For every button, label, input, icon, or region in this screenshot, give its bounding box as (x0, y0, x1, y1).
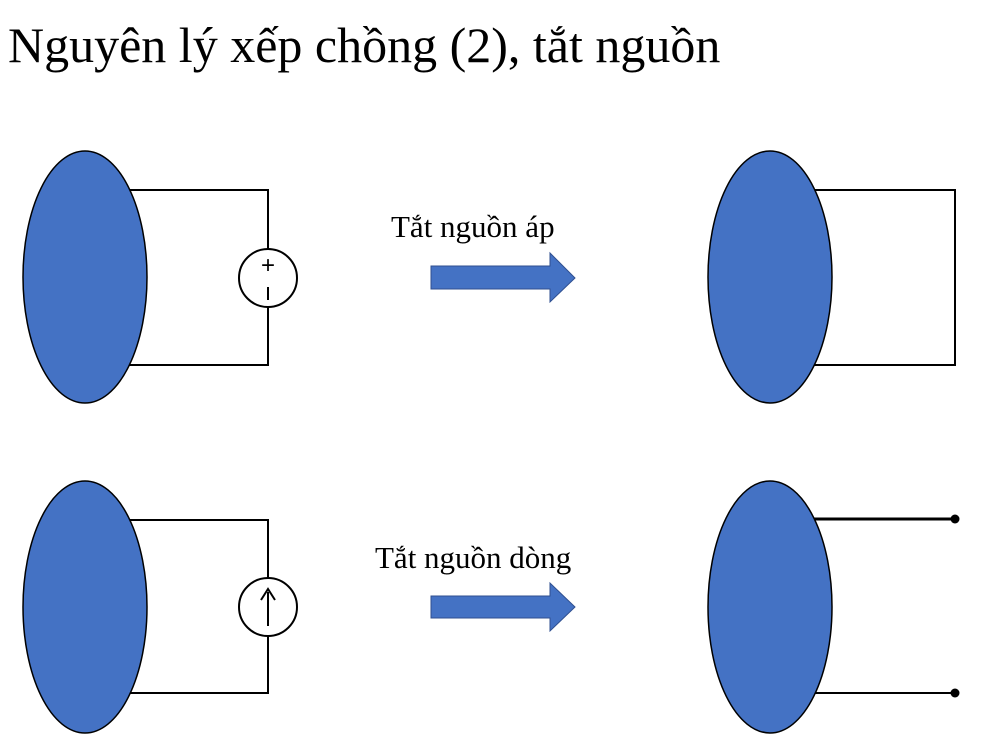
network-blob (707, 150, 833, 404)
current-circuit-wire (120, 519, 269, 578)
page-title: Nguyên lý xếp chồng (2), tắt nguồn (8, 17, 721, 73)
terminal-dot-top (950, 514, 960, 524)
right-arrow-icon (430, 251, 576, 304)
right-arrow-icon (430, 581, 576, 633)
current-source-off-circuit (707, 480, 960, 734)
voltage-source-off-circuit (707, 150, 956, 404)
voltage-source-plus: + (261, 252, 275, 279)
current-arrow-label: Tắt nguồn dòng (375, 540, 571, 575)
current-source-circuit (22, 480, 298, 734)
voltage-arrow-label: Tắt nguồn áp (391, 209, 555, 244)
network-blob (707, 480, 833, 734)
voltage-circuit-wire-bottom (120, 304, 269, 366)
terminal-dot-bottom (950, 688, 960, 698)
current-arrow-group: Tắt nguồn dòng (375, 540, 576, 633)
current-circuit-wire-bottom (120, 636, 269, 694)
network-blob (22, 480, 148, 734)
voltage-circuit-wire (120, 189, 269, 252)
voltage-source-symbol (238, 248, 298, 308)
network-blob (22, 150, 148, 404)
voltage-source-circuit: + (22, 150, 298, 404)
short-circuit-wire (810, 189, 956, 366)
up-arrow-head-icon (260, 587, 276, 601)
voltage-arrow-group: Tắt nguồn áp (391, 209, 576, 304)
